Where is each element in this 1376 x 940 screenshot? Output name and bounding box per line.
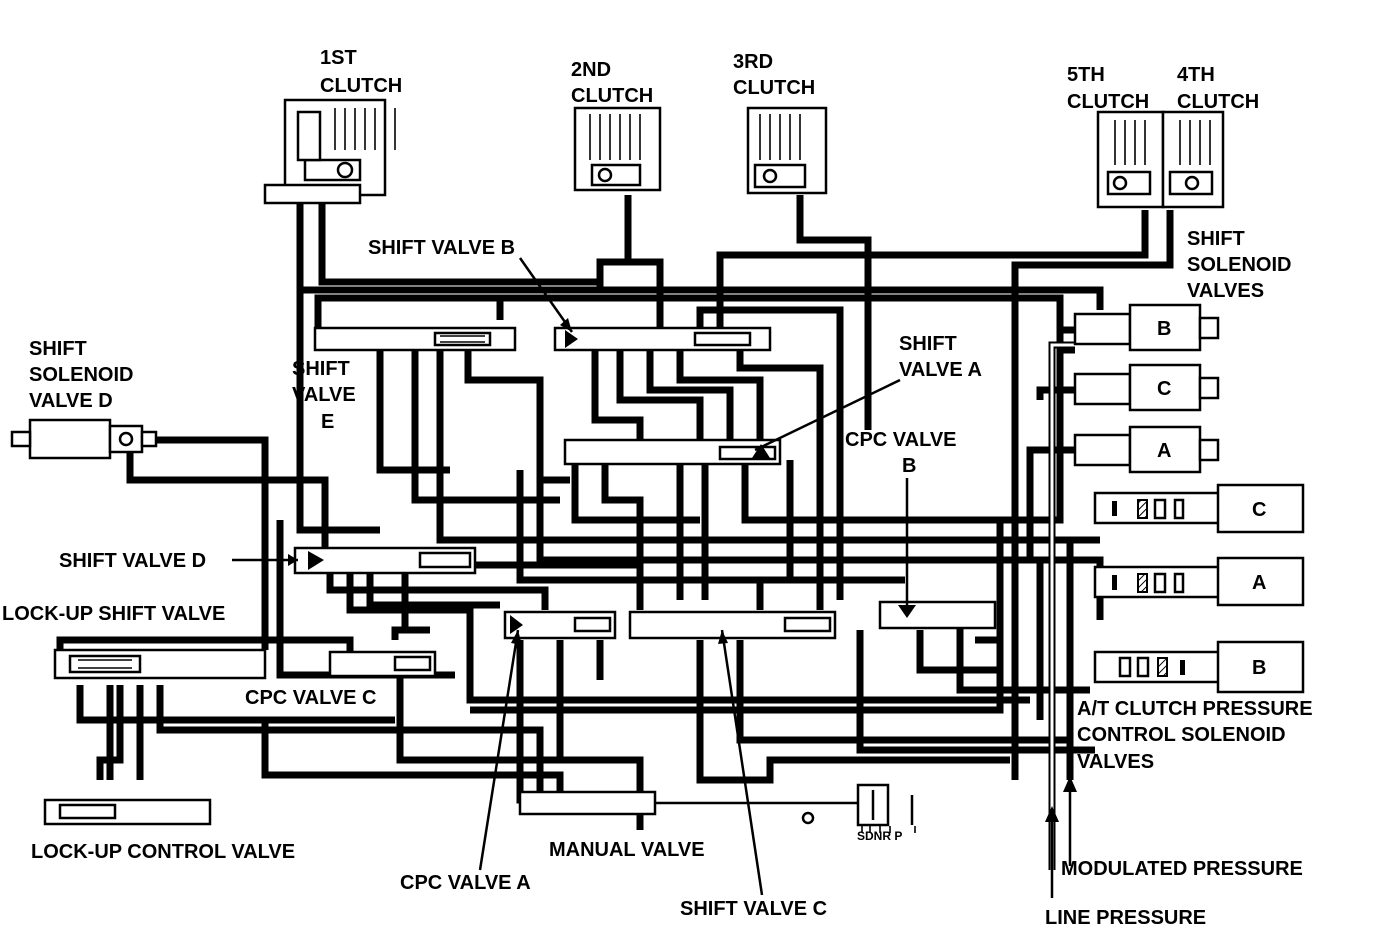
solenoid-label-b: B — [1157, 318, 1171, 340]
svg-text:1ST: 1ST — [320, 47, 357, 69]
label-1st-clutch: 1ST CLUTCH — [320, 47, 402, 97]
svg-text:VALVE A: VALVE A — [899, 359, 982, 381]
label-modulated-pressure: MODULATED PRESSURE — [1061, 858, 1303, 880]
lockup-shift-valve — [53, 648, 267, 680]
third-clutch — [746, 106, 828, 195]
label-shift-valve-b: SHIFT VALVE B — [368, 237, 515, 259]
svg-text:CLUTCH: CLUTCH — [320, 75, 402, 97]
cpc-valve-b — [878, 600, 997, 630]
label-shift-solenoid-valve-d: SHIFT SOLENOID VALVE D — [29, 338, 133, 412]
second-clutch — [573, 106, 662, 192]
shift-solenoid-valve-d — [10, 418, 158, 460]
cpc-valve-c — [328, 650, 437, 678]
label-manual-positions: SDNR P — [857, 829, 902, 843]
svg-text:VALVES: VALVES — [1077, 751, 1154, 773]
svg-text:E: E — [321, 411, 334, 433]
label-manual-valve: MANUAL VALVE — [549, 839, 705, 861]
solenoid-label-c: C — [1157, 378, 1171, 400]
svg-text:CLUTCH: CLUTCH — [571, 85, 653, 107]
svg-text:CLUTCH: CLUTCH — [1177, 91, 1259, 113]
pressure-solenoid-label-b: B — [1252, 657, 1266, 679]
label-5th-clutch: 5TH CLUTCH — [1067, 64, 1149, 113]
shift-solenoid-valves — [1073, 303, 1220, 474]
shift-valve-e — [313, 326, 517, 352]
fifth-fourth-clutch — [1096, 110, 1225, 209]
svg-text:VALVES: VALVES — [1187, 280, 1264, 302]
label-cpc-valve-a: CPC VALVE A — [400, 872, 531, 894]
label-cpc-valve-c: CPC VALVE C — [245, 687, 377, 709]
label-shift-valve-a: SHIFT VALVE A — [899, 333, 982, 381]
svg-text:3RD: 3RD — [733, 51, 773, 73]
shift-valve-d — [293, 546, 477, 575]
shift-valve-a — [563, 438, 782, 466]
label-shift-valve-d: SHIFT VALVE D — [59, 550, 206, 572]
svg-text:CLUTCH: CLUTCH — [1067, 91, 1149, 113]
svg-text:SHIFT: SHIFT — [1187, 228, 1245, 250]
label-shift-solenoid-valves: SHIFT SOLENOID VALVES — [1187, 228, 1291, 302]
svg-text:SOLENOID: SOLENOID — [29, 364, 133, 386]
svg-text:2ND: 2ND — [571, 59, 611, 81]
pressure-control-solenoids — [1093, 483, 1305, 694]
svg-text:SHIFT: SHIFT — [292, 358, 350, 380]
svg-text:SOLENOID: SOLENOID — [1187, 254, 1291, 276]
label-3rd-clutch: 3RD CLUTCH — [733, 51, 815, 99]
svg-text:CPC VALVE: CPC VALVE — [845, 429, 957, 451]
svg-text:A/T CLUTCH PRESSURE: A/T CLUTCH PRESSURE — [1077, 698, 1313, 720]
svg-text:CONTROL SOLENOID: CONTROL SOLENOID — [1077, 724, 1286, 746]
label-shift-valve-e: SHIFT VALVE E — [292, 358, 356, 433]
pressure-solenoid-label-c: C — [1252, 499, 1266, 521]
svg-text:VALVE D: VALVE D — [29, 390, 113, 412]
svg-text:VALVE: VALVE — [292, 384, 356, 406]
manual-valve — [518, 783, 916, 833]
hydraulic-passages — [56, 195, 1174, 830]
label-shift-valve-c: SHIFT VALVE C — [680, 898, 827, 920]
shift-valve-b — [553, 326, 772, 352]
svg-text:4TH: 4TH — [1177, 64, 1215, 86]
shift-valve-c — [628, 610, 837, 640]
svg-text:CLUTCH: CLUTCH — [733, 77, 815, 99]
line-pressure-feed — [1045, 341, 1100, 898]
svg-text:SHIFT: SHIFT — [899, 333, 957, 355]
leader-lines — [232, 257, 909, 896]
label-cpc-valve-b: CPC VALVE B — [845, 429, 957, 477]
svg-text:5TH: 5TH — [1067, 64, 1105, 86]
svg-text:SHIFT: SHIFT — [29, 338, 87, 360]
label-lockup-shift-valve: LOCK-UP SHIFT VALVE — [2, 603, 225, 625]
cpc-valve-a — [503, 610, 617, 640]
label-at-clutch-pressure: A/T CLUTCH PRESSURE CONTROL SOLENOID VAL… — [1077, 698, 1313, 773]
label-lockup-control-valve: LOCK-UP CONTROL VALVE — [31, 841, 295, 863]
svg-text:B: B — [902, 455, 916, 477]
label-2nd-clutch: 2ND CLUTCH — [571, 59, 653, 107]
solenoid-label-a: A — [1157, 440, 1171, 462]
pressure-solenoid-label-a: A — [1252, 572, 1266, 594]
first-clutch — [263, 98, 396, 205]
label-line-pressure: LINE PRESSURE — [1045, 907, 1206, 929]
lockup-control-valve — [43, 798, 212, 826]
label-4th-clutch: 4TH CLUTCH — [1177, 64, 1259, 113]
